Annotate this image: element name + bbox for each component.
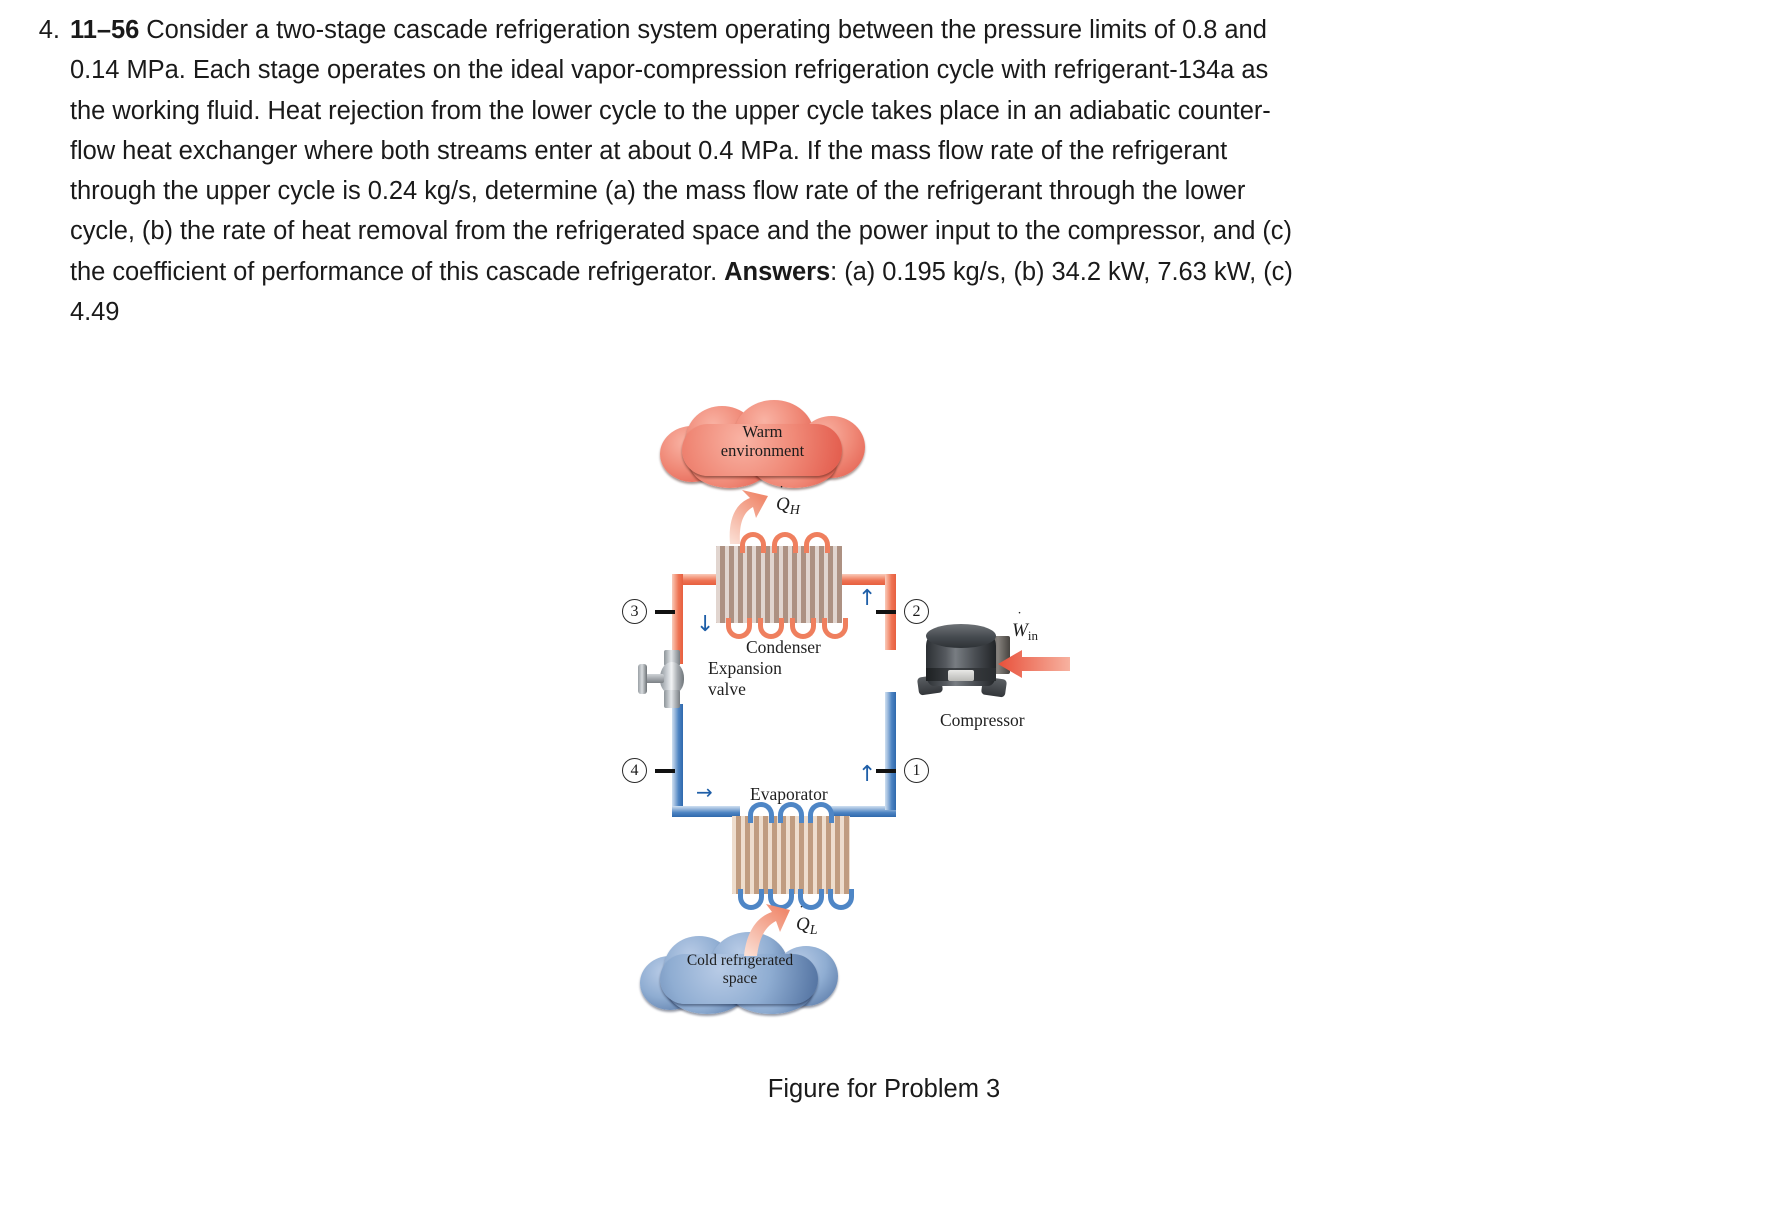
- condenser-coil-bottom: [726, 618, 752, 639]
- evaporator-coil-top: [778, 802, 804, 823]
- cold-cloud-line2: space: [722, 970, 758, 988]
- hot-pipe-top-left: [672, 574, 728, 585]
- condenser-coil-bottom: [790, 618, 816, 639]
- hot-pipe-left-vertical: [672, 574, 683, 664]
- w-in-symbol: W: [1012, 620, 1028, 641]
- evaporator-coil-bottom: [798, 889, 824, 910]
- evaporator-coil-bottom: [768, 889, 794, 910]
- figure-caption: Figure for Problem 3: [0, 1075, 1790, 1104]
- condenser-unit: [716, 546, 842, 623]
- condenser-coil-top: [740, 532, 766, 553]
- state-point-2-circle: 2: [904, 599, 929, 624]
- answers-label: Answers: [724, 257, 831, 286]
- evaporator-coil-top: [748, 802, 774, 823]
- state-point-2: 2: [876, 599, 929, 624]
- problem-statement: 4. 11–56 Consider a two-stage cascade re…: [0, 0, 1790, 332]
- expansion-valve-line2: valve: [708, 678, 746, 699]
- condenser-coil-bottom: [822, 618, 848, 639]
- state-point-3-tick: [655, 609, 675, 614]
- warm-cloud-line2: environment: [720, 441, 805, 461]
- hot-pipe-top-right: [832, 574, 896, 585]
- cycle-diagram: Warm environment ˙ QH: [600, 392, 1070, 1052]
- flow-arrow-down-left: ↓: [696, 612, 715, 637]
- expansion-valve-label: Expansion valve: [708, 658, 782, 699]
- cold-pipe-bottom-right: [830, 806, 896, 817]
- problem-body: 11–56 Consider a two-stage cascade refri…: [70, 10, 1310, 332]
- w-in-label: ˙ Win: [1012, 610, 1038, 643]
- flow-arrow-up-right-cold: ↑: [858, 762, 877, 787]
- figure-caption-text: Figure for Problem 3: [767, 1075, 1001, 1103]
- compressor-label: Compressor: [940, 710, 1025, 730]
- flow-arrow-up-right-hot: ↑: [858, 586, 877, 611]
- evaporator-coil-top: [808, 802, 834, 823]
- state-point-4-circle: 4: [622, 758, 647, 783]
- condenser-label: Condenser: [746, 637, 821, 657]
- q-h-subscript: H: [789, 503, 800, 518]
- flow-arrow-right-bottom: →: [696, 780, 713, 804]
- problem-description: Consider a two-stage cascade refrigerati…: [70, 16, 1292, 286]
- q-h-symbol: Q: [776, 494, 790, 515]
- answers-values: : (a) 0.195 kg/s, (b) 34.2 kW, 7.63 kW, …: [70, 257, 1293, 327]
- state-point-1: 1: [876, 758, 929, 783]
- state-point-1-tick: [876, 768, 896, 773]
- refrigeration-cycle-figure: Warm environment ˙ QH: [0, 392, 1790, 1052]
- problem-number: 4.: [38, 16, 60, 44]
- problem-reference-code: 11–56: [70, 16, 140, 44]
- w-in-subscript: in: [1027, 628, 1038, 643]
- evaporator-coil-bottom: [738, 889, 764, 910]
- state-point-1-circle: 1: [904, 758, 929, 783]
- q-l-subscript: L: [809, 923, 818, 938]
- q-l-symbol: Q: [796, 914, 810, 935]
- warm-cloud-label: Warm environment: [660, 422, 865, 461]
- warm-cloud-line1: Warm: [742, 422, 783, 441]
- state-point-2-tick: [876, 609, 896, 614]
- warm-environment-cloud: Warm environment: [660, 400, 865, 488]
- condenser-coil-top: [772, 532, 798, 553]
- expansion-valve-line1: Expansion: [708, 658, 782, 678]
- cold-pipe-right-vertical: [885, 692, 896, 810]
- q-l-label: ˙ QL: [796, 904, 818, 938]
- compressor-unit: [916, 624, 1014, 704]
- cold-pipe-left-vertical: [672, 704, 683, 816]
- heat-absorption-arrow: [740, 904, 794, 956]
- state-point-4: 4: [622, 758, 675, 783]
- state-point-3: 3: [622, 599, 675, 624]
- evaporator-label: Evaporator: [750, 784, 828, 804]
- problem-row: 4. 11–56 Consider a two-stage cascade re…: [0, 10, 1790, 332]
- heat-rejection-arrow: [720, 488, 774, 544]
- cold-cloud-label: Cold refrigerated space: [640, 952, 840, 989]
- cold-pipe-bottom-left: [672, 806, 740, 817]
- condenser-coil-bottom: [758, 618, 784, 639]
- expansion-valve-unit: [638, 650, 700, 708]
- state-point-4-tick: [655, 768, 675, 773]
- condenser-coil-top: [804, 532, 830, 553]
- q-h-label: ˙ QH: [776, 484, 800, 518]
- state-point-3-circle: 3: [622, 599, 647, 624]
- evaporator-coil-bottom: [828, 889, 854, 910]
- evaporator-unit: [732, 816, 850, 894]
- work-input-arrow: [998, 650, 1070, 678]
